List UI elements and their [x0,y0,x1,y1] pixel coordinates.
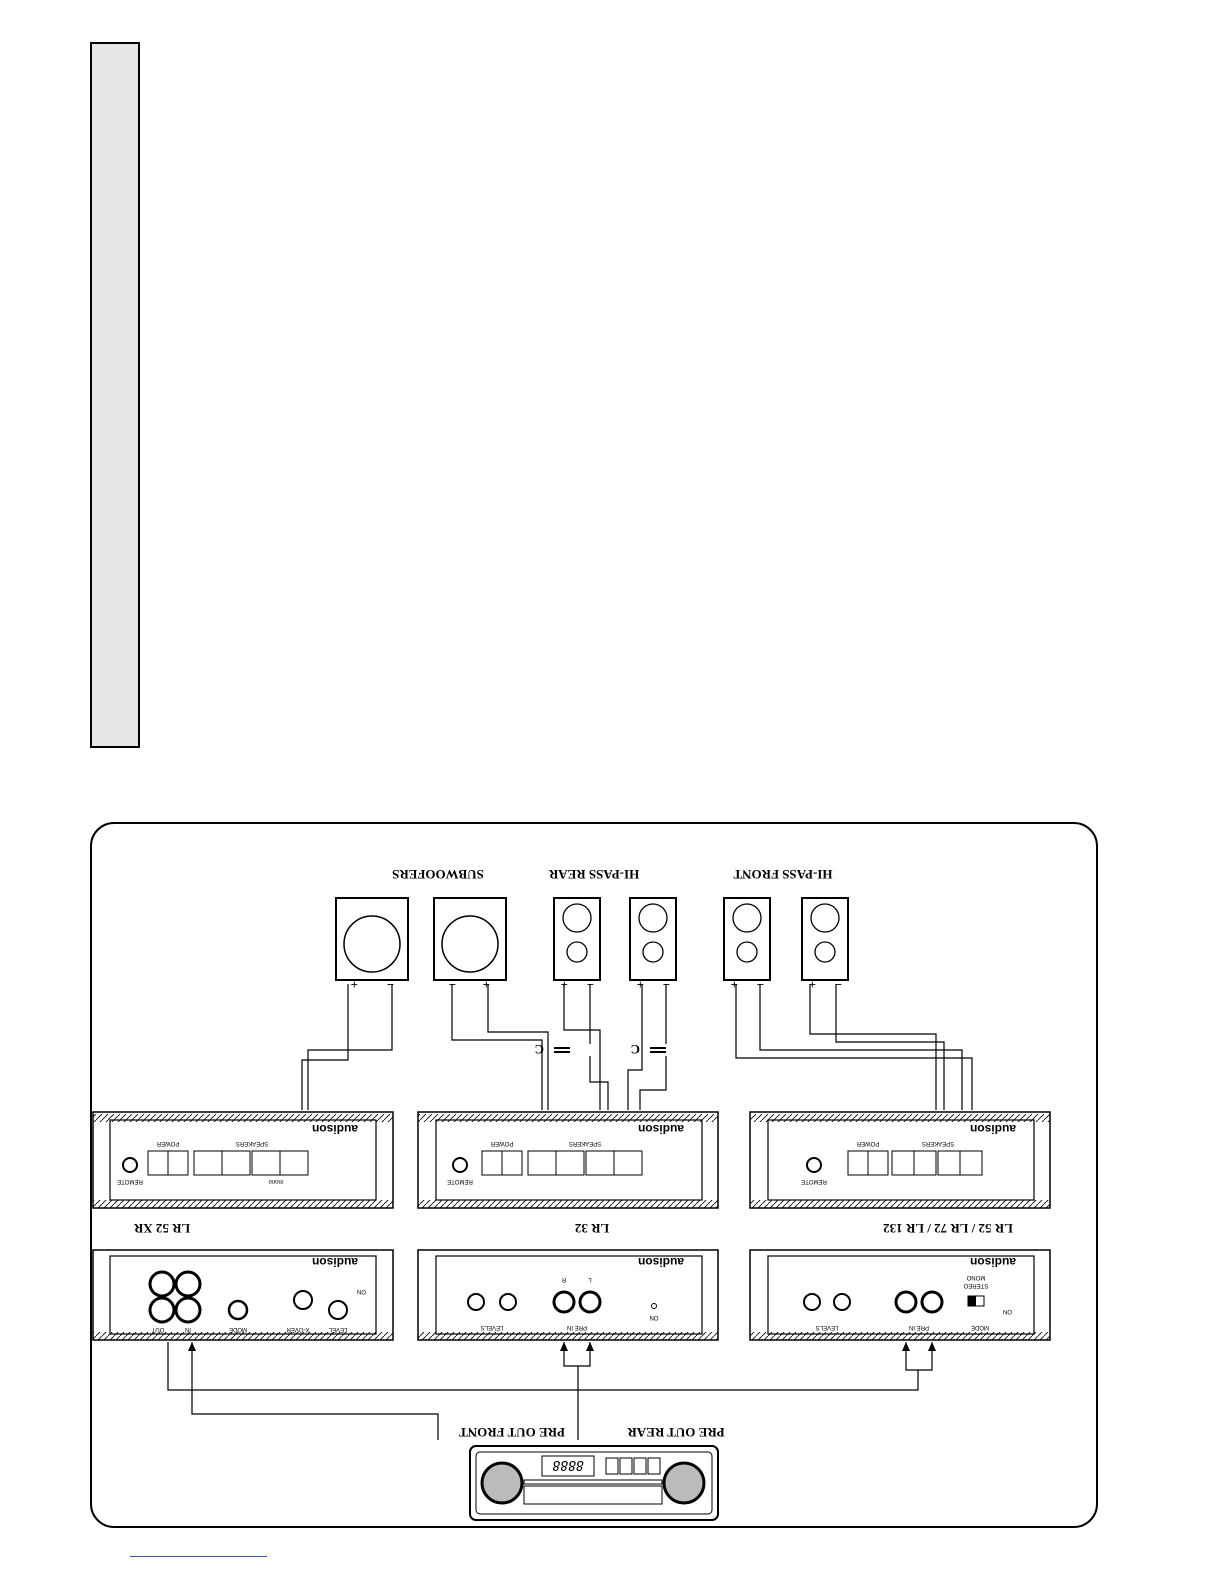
polarity-plus: + [731,977,738,992]
svg-text:SPEAKERS: SPEAKERS [236,1140,268,1146]
svg-text:POWER: POWER [856,1140,879,1146]
signal-wires [167,1342,936,1440]
amp-brand: audison [638,1255,684,1269]
power-terminals: POWER [847,1140,889,1176]
svg-text:MODE: MODE [971,1324,989,1330]
hi-pass-rear-speaker-left: − + [629,897,677,992]
group-label-subwoofers: SUBWOOFERS [392,867,484,882]
subwoofer-left: + − [433,897,507,992]
svg-text:PRE IN: PRE IN [567,1324,587,1330]
amp-brand: audison [312,1255,358,1269]
svg-text:REMOTE: REMOTE [117,1178,143,1184]
remote-terminal: REMOTE [447,1157,473,1184]
pre-out-rear-label: PRE OUT REAR [627,1425,725,1440]
power-terminals: POWER [147,1140,189,1176]
svg-text:LEVELS: LEVELS [481,1324,504,1330]
polarity-minus: − [835,977,842,992]
polarity-minus: − [387,977,394,992]
display-digits: 8888 [552,1457,583,1472]
speaker-terminals: SPEAKERS mono [193,1140,309,1184]
svg-text:MODE: MODE [229,1326,247,1332]
svg-text:POWER: POWER [490,1140,513,1146]
subwoofer-right: − + [335,897,409,992]
polarity-plus: + [483,977,490,992]
amp-lr32-terminal-panel: audison SPEAKERS POWER [417,1111,719,1209]
amp-lr52xr-terminal-panel: audison SPEAKERS mono POWER [92,1111,394,1209]
svg-text:L: L [588,1276,592,1282]
speaker-group-hi-pass-rear: HI-PASS REAR − + − + [548,867,677,992]
capacitor-rear-right: C [535,1042,570,1057]
remote-terminal: REMOTE [801,1157,827,1184]
svg-text:REMOTE: REMOTE [447,1178,473,1184]
svg-text:ON: ON [1003,1308,1012,1314]
polarity-plus: + [809,977,816,992]
polarity-plus: + [351,977,358,992]
hi-pass-rear-speaker-right: − + [553,897,601,992]
svg-text:PRE IN: PRE IN [909,1324,929,1330]
amp-lr52xr-control-panel: audison LEVEL X-OVER MODE IN OUT ON [92,1249,394,1341]
speaker-group-hi-pass-front: HI-PASS FRONT − + − + [723,867,849,992]
svg-text:SPEAKERS: SPEAKERS [569,1140,601,1146]
svg-text:STEREO: STEREO [963,1282,988,1288]
group-label-hi-pass-front: HI-PASS FRONT [733,867,832,882]
capacitor-label: C [535,1042,544,1057]
group-label-hi-pass-rear: HI-PASS REAR [548,867,639,882]
sidebar-tab [90,42,140,748]
amp-lr32-control-panel: audison PRE IN LEVELS L R ON [417,1249,719,1341]
svg-text:ON: ON [650,1314,659,1320]
svg-text:ON: ON [357,1288,366,1294]
svg-text:SPEAKERS: SPEAKERS [922,1140,954,1146]
polarity-plus: + [637,977,644,992]
svg-text:mono: mono [268,1178,284,1184]
svg-text:R: R [561,1276,566,1282]
speaker-terminals: SPEAKERS [527,1140,643,1176]
pre-out-front-label: PRE OUT FRONT [459,1425,565,1440]
svg-text:X-OVER: X-OVER [286,1326,310,1332]
power-terminals: POWER [481,1140,523,1176]
hi-pass-front-speaker-right: − + [723,897,771,992]
capacitor-label: C [631,1042,640,1057]
svg-text:IN: IN [185,1326,191,1332]
speaker-terminals: SPEAKERS [891,1140,983,1176]
amp-brand: audison [970,1255,1016,1269]
svg-text:OUT: OUT [151,1326,164,1332]
footer-link[interactable] [130,1556,267,1557]
model-label-lr52-72-132: LR 52 / LR 72 / LR 132 [883,1221,1013,1236]
model-label-lr52xr: LR 52 XR [133,1221,190,1236]
svg-text:LEVELS: LEVELS [816,1324,839,1330]
svg-text:POWER: POWER [156,1140,179,1146]
svg-text:MONO: MONO [966,1274,985,1280]
amp-lr52-72-132-control-panel: audison PRE IN LEVELS MODE STEREO MONO O… [749,1249,1051,1341]
model-label-lr32: LR 32 [575,1221,609,1236]
remote-terminal: REMOTE [117,1157,143,1184]
speaker-wires [301,984,973,1110]
diagram-frame [90,822,1098,1528]
capacitor-rear-left: C [631,1042,666,1057]
svg-text:REMOTE: REMOTE [801,1178,827,1184]
svg-text:LEVEL: LEVEL [328,1326,347,1332]
amp-row-controls: audison LEVEL X-OVER MODE IN OUT ON [92,1249,1051,1341]
hi-pass-front-speaker-left: − + [801,897,849,992]
amp-brand: audison [312,1122,358,1136]
amp-brand: audison [970,1122,1016,1136]
speaker-group-subwoofers: SUBWOOFERS + − − + [335,867,507,992]
head-unit: PRE OUT REAR PRE OUT FRONT 8888 [459,1425,725,1521]
amp-row-terminals: audison SPEAKERS mono POWER [92,1111,1051,1209]
amp-lr52-72-132-terminal-panel: audison SPEAKERS POWER [749,1111,1051,1209]
amp-brand: audison [638,1122,684,1136]
